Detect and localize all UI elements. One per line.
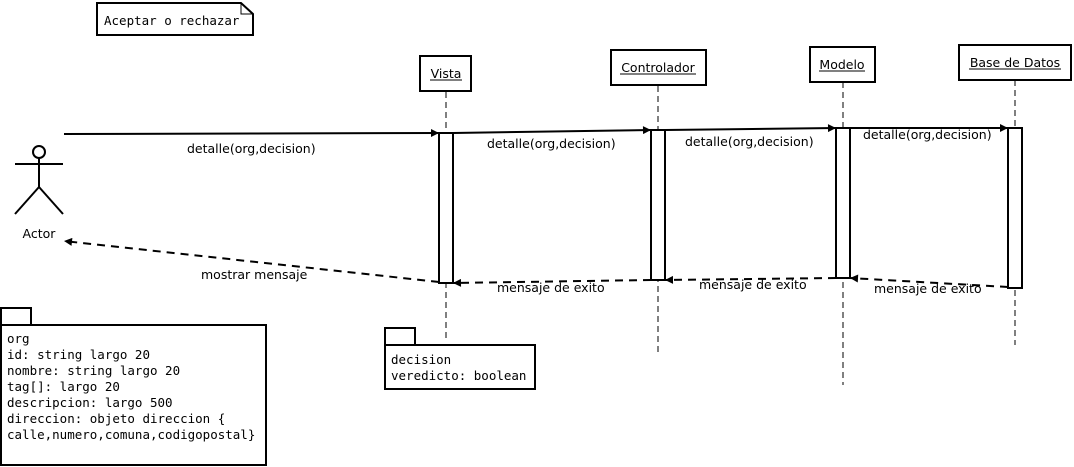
message-vista-to-controlador-label: detalle(org,decision): [487, 136, 616, 151]
package-org-line: org: [7, 331, 30, 346]
activation-vista: [438, 132, 454, 284]
participant-vista: Vista: [419, 55, 472, 92]
package-org-line: nombre: string largo 20: [7, 363, 180, 378]
message-actor-to-vista-label: detalle(org,decision): [187, 141, 316, 156]
return-vista-to-actor-label: mostrar mensaje: [201, 267, 308, 282]
participant-modelo: Modelo: [809, 46, 876, 83]
return-modelo-to-controlador-label: mensaje de exito: [699, 277, 807, 292]
activation-base-datos: [1007, 127, 1023, 289]
message-actor-to-vista: [63, 129, 440, 138]
participant-base-datos: Base de Datos: [958, 44, 1072, 81]
return-controlador-to-vista: [452, 278, 652, 287]
message-controlador-to-modelo: [664, 124, 837, 133]
package-org: org id: string largo 20 nombre: string l…: [0, 307, 267, 466]
participant-modelo-label: Modelo: [819, 57, 864, 72]
return-bd-to-modelo-label: mensaje de exito: [874, 281, 982, 296]
note-text: Aceptar o rechazar: [104, 13, 240, 28]
activation-controlador: [650, 129, 666, 281]
package-decision-line: veredicto: boolean: [391, 368, 526, 383]
actor-head: [32, 145, 46, 159]
actor-figure: [14, 145, 64, 215]
return-modelo-to-controlador: [664, 275, 837, 284]
package-org-line: descripcion: largo 500: [7, 395, 173, 410]
participant-controlador-label: Controlador: [621, 60, 695, 75]
message-modelo-to-bd-label: detalle(org,decision): [863, 127, 992, 142]
activation-modelo: [835, 127, 851, 279]
return-controlador-to-vista-label: mensaje de exito: [497, 280, 605, 295]
package-org-line: direccion: objeto direccion {: [7, 411, 225, 426]
package-org-line: tag[]: largo 20: [7, 379, 120, 394]
return-vista-to-actor: [63, 237, 440, 283]
participant-base-datos-label: Base de Datos: [970, 55, 1060, 70]
participant-vista-label: Vista: [431, 66, 462, 81]
message-vista-to-controlador: [452, 126, 652, 135]
package-org-line: calle,numero,comuna,codigopostal}: [7, 427, 255, 442]
actor-label: Actor: [23, 226, 57, 241]
package-decision-line: decision: [391, 352, 451, 367]
package-decision: decision veredicto: boolean: [384, 327, 536, 390]
return-bd-to-modelo: [849, 274, 1009, 288]
message-controlador-to-modelo-label: detalle(org,decision): [685, 134, 814, 149]
note-aceptar-o-rechazar: Aceptar o rechazar: [96, 2, 254, 36]
package-org-line: id: string largo 20: [7, 347, 150, 362]
participant-controlador: Controlador: [610, 49, 707, 86]
